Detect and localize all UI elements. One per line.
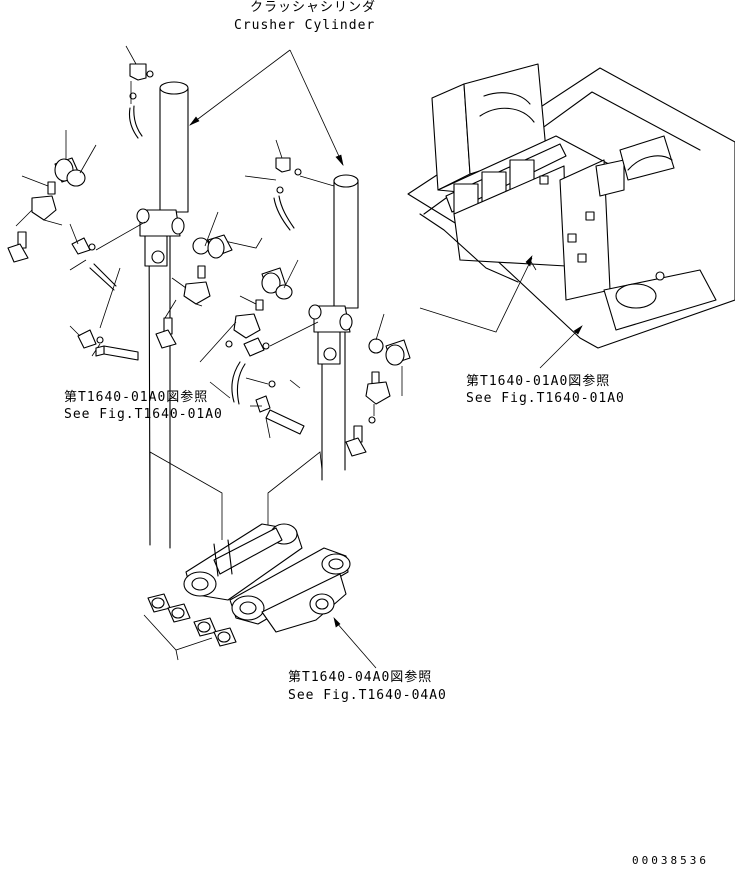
reference-bottom-en: See Fig.T1640-04A0: [288, 688, 447, 703]
right-crusher-cylinder: [308, 174, 359, 481]
crusher-cylinder-label-en: Crusher Cylinder: [234, 18, 376, 33]
reference-right-en: See Fig.T1640-01A0: [466, 391, 625, 406]
left-parts-group: [7, 45, 154, 361]
machine-frame-assembly: [407, 63, 735, 369]
crusher-cylinder-leaders: [189, 49, 344, 167]
middle-parts-group: [155, 139, 335, 439]
reference-left-jp: 第T1640-01A0図参照: [64, 390, 209, 405]
drawing-number: 00038536: [632, 854, 709, 867]
left-crusher-cylinder: [136, 81, 189, 549]
right-parts-group: [345, 313, 411, 457]
bottom-link-assembly: [143, 523, 377, 669]
reference-left-en: See Fig.T1640-01A0: [64, 407, 223, 422]
crusher-cylinder-label-jp: クラッシャシリンダ: [250, 0, 377, 15]
reference-right-jp: 第T1640-01A0図参照: [466, 374, 611, 389]
reference-bottom-jp: 第T1640-04A0図参照: [288, 670, 433, 685]
connection-lines: [149, 451, 323, 545]
